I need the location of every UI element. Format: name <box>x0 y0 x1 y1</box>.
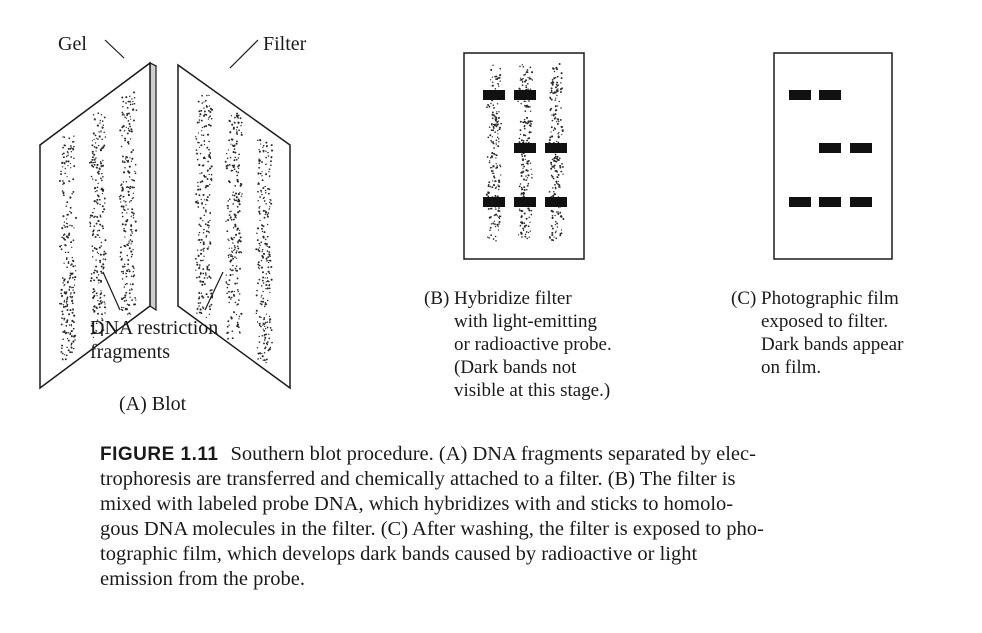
film-band <box>789 90 811 100</box>
photographic-film <box>773 52 893 260</box>
panel-a-label: (A) Blot <box>119 393 187 415</box>
panel-b-line: Hybridize filter <box>454 288 572 309</box>
caption-line: gous DNA molecules in the filter. (C) Af… <box>100 518 764 540</box>
panel-c-line: Photographic film <box>761 288 899 309</box>
panel-b-line: or radioactive probe. <box>454 334 612 355</box>
hybridized-band <box>483 197 505 207</box>
filter-leader <box>229 39 259 69</box>
figure-caption: FIGURE 1.11 Southern blot procedure. (A) … <box>100 442 900 592</box>
caption-line: mixed with labeled probe DNA, which hybr… <box>100 493 734 515</box>
caption-line: tographic film, which develops dark band… <box>100 543 698 565</box>
panel-c-line: Dark bands appear <box>761 334 904 355</box>
hybridized-filter <box>463 52 585 260</box>
hybridized-band <box>483 90 505 100</box>
fragments-label-line1: DNA restriction <box>90 317 218 339</box>
hybridized-band <box>514 197 536 207</box>
figure-label: FIGURE 1.11 <box>100 444 219 465</box>
gel-slab <box>38 61 158 390</box>
panel-b-line: visible at this stage.) <box>454 380 611 401</box>
panel-b-line: with light-emitting <box>454 311 598 332</box>
film-band <box>819 143 841 153</box>
filter-lanes <box>194 94 274 364</box>
film-band <box>850 143 872 153</box>
gel-leader <box>104 39 125 59</box>
hybridized-band <box>545 143 567 153</box>
panel-c-line: exposed to filter. <box>761 311 889 332</box>
hybridized-band <box>514 90 536 100</box>
hybridized-band <box>514 143 536 153</box>
panel-c-tag: (C) <box>731 288 757 309</box>
panel-b-tag: (B) <box>424 288 450 309</box>
fragments-leader-filter <box>204 271 224 311</box>
southern-blot-diagram: Gel Filter DNA restriction fragments (A)… <box>38 33 893 415</box>
film-band <box>819 197 841 207</box>
film-c-bands <box>789 90 872 207</box>
film-band <box>789 197 811 207</box>
filter-sheet <box>177 63 291 390</box>
filter-label: Filter <box>263 33 307 55</box>
gel-label: Gel <box>58 33 87 55</box>
panel-c-line: on film. <box>761 357 822 378</box>
caption-line: FIGURE 1.11 Southern blot procedure. (A) … <box>100 442 900 467</box>
film-band <box>819 90 841 100</box>
caption-line: trophoresis are transferred and chemical… <box>100 468 736 490</box>
hybridized-band <box>545 197 567 207</box>
gel-lanes <box>59 91 138 361</box>
caption-text: Southern blot procedure. (A) DNA fragmen… <box>230 443 756 465</box>
caption-line: emission from the probe. <box>100 568 305 590</box>
panel-b-line: (Dark bands not <box>454 357 577 378</box>
fragments-label-line2: fragments <box>90 341 170 363</box>
filter-b-bands <box>483 90 567 207</box>
fragments-leader-gel <box>102 271 121 311</box>
film-band <box>850 197 872 207</box>
